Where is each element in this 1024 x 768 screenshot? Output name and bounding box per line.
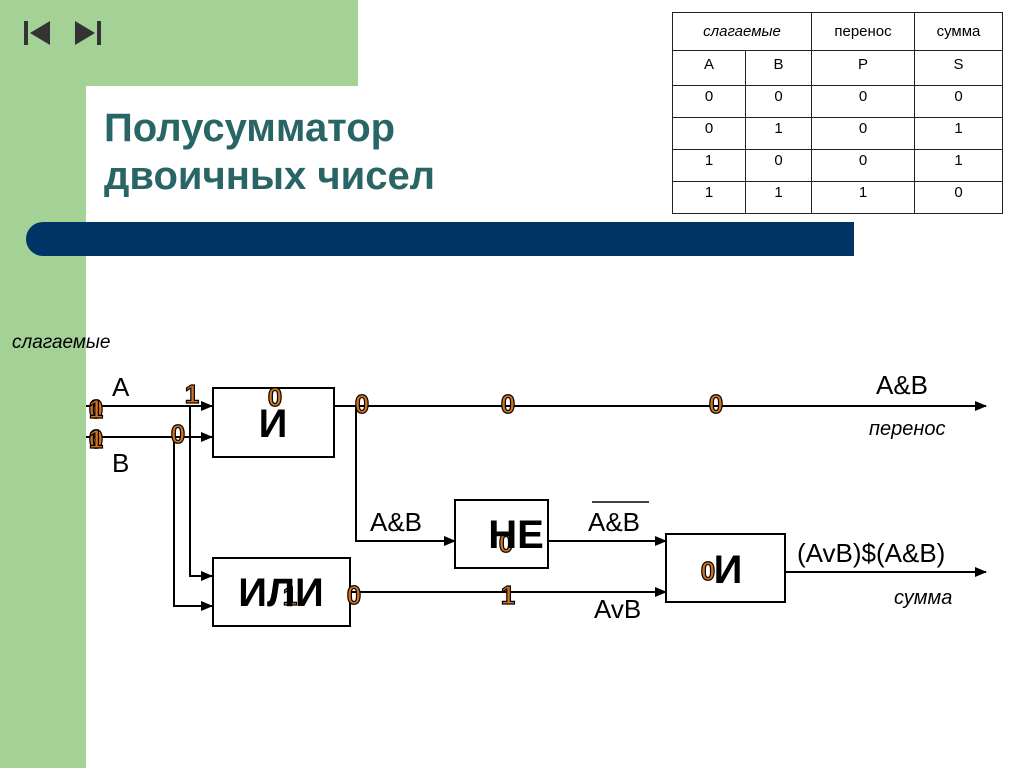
or-gate xyxy=(212,557,351,627)
wire-b-to-or xyxy=(173,437,213,611)
wires xyxy=(86,401,987,611)
bit-label: 0 xyxy=(701,556,715,586)
cell: 1 xyxy=(672,181,746,214)
input-a-label: A xyxy=(112,372,130,402)
group-carry: перенос xyxy=(811,12,915,51)
or-output-label: AvB xyxy=(594,594,641,624)
side-decoration xyxy=(0,0,86,768)
bit-label: 1 xyxy=(185,379,199,409)
and-gate-2 xyxy=(665,533,786,603)
cell: 1 xyxy=(745,181,812,214)
bit-label: 0 xyxy=(89,394,103,424)
or-gate-label: ИЛИ xyxy=(238,571,324,615)
title-line-1: Полусумматор xyxy=(104,106,396,150)
truth-table-column-header: A B P S xyxy=(672,50,1003,86)
sum-caption: сумма xyxy=(894,587,952,609)
and-gate-2-label: И xyxy=(714,548,743,592)
bit-label: 1 xyxy=(89,424,103,454)
top-decoration xyxy=(0,0,358,86)
group-addends: слагаемые xyxy=(672,12,812,51)
cell: 0 xyxy=(811,85,915,118)
bit-label: 0 xyxy=(499,528,513,558)
inputs-caption: слагаемые xyxy=(12,332,110,353)
cell: 0 xyxy=(672,85,746,118)
skip-forward-icon xyxy=(75,21,101,45)
cell: 0 xyxy=(811,149,915,182)
bit-label: 0 xyxy=(355,389,369,419)
bit-label: 0 xyxy=(709,389,723,419)
table-row: 1 1 1 0 xyxy=(672,181,1003,214)
column-b: B xyxy=(745,50,812,86)
gates xyxy=(212,387,786,627)
cell: 0 xyxy=(745,85,812,118)
signal-bits: 0 1 0 1 1 0 0 0 0 0 1 0 1 0 0 xyxy=(88,378,724,611)
truth-table-group-header: слагаемые перенос сумма xyxy=(672,12,1003,51)
table-row: 0 1 0 1 xyxy=(672,117,1003,150)
title-underline-bar xyxy=(26,222,854,256)
bit-label: 1 xyxy=(283,581,297,611)
prev-slide-button[interactable] xyxy=(22,18,52,48)
next-slide-button[interactable] xyxy=(72,18,106,48)
table-row: 1 0 0 1 xyxy=(672,149,1003,182)
wire-and-to-not xyxy=(355,406,456,546)
bit-label: 0 xyxy=(347,580,361,610)
not-gate-label: НЕ xyxy=(488,513,544,557)
cell: 0 xyxy=(914,181,1003,214)
page-title: Полусумматор двоичных чисел xyxy=(104,104,435,200)
gate-labels: И ИЛИ НЕ И xyxy=(238,402,742,615)
bit-label: 0 xyxy=(268,382,282,412)
not-gate xyxy=(454,499,549,569)
bit-label: 1 xyxy=(501,580,515,610)
and-gate-1 xyxy=(212,387,335,458)
bit-label: 0 xyxy=(89,424,103,454)
and-gate-1-label: И xyxy=(259,402,288,446)
labels: слагаемые A B A&B перенос A&B A&B AvB (A… xyxy=(12,332,952,624)
truth-table: слагаемые перенос сумма A B P S 0 0 0 0 … xyxy=(672,12,1003,214)
table-row: 0 0 0 0 xyxy=(672,85,1003,118)
title-line-2: двоичных чисел xyxy=(104,154,436,198)
cell: 1 xyxy=(745,117,812,150)
carry-caption: перенос xyxy=(869,418,946,440)
input-b-label: B xyxy=(112,448,129,478)
bit-label: 0 xyxy=(501,389,515,419)
bit-label: 1 xyxy=(89,394,103,424)
not-output-label: A&B xyxy=(588,507,640,537)
wire-a-to-or xyxy=(189,406,213,581)
sum-expression: (AvB)$(A&B) xyxy=(797,538,945,568)
bit-label: 0 xyxy=(171,419,185,449)
skip-back-icon xyxy=(24,21,50,45)
carry-expression: A&B xyxy=(876,370,928,400)
not-input-label: A&B xyxy=(370,507,422,537)
column-p: P xyxy=(811,50,915,86)
cell: 0 xyxy=(811,117,915,150)
